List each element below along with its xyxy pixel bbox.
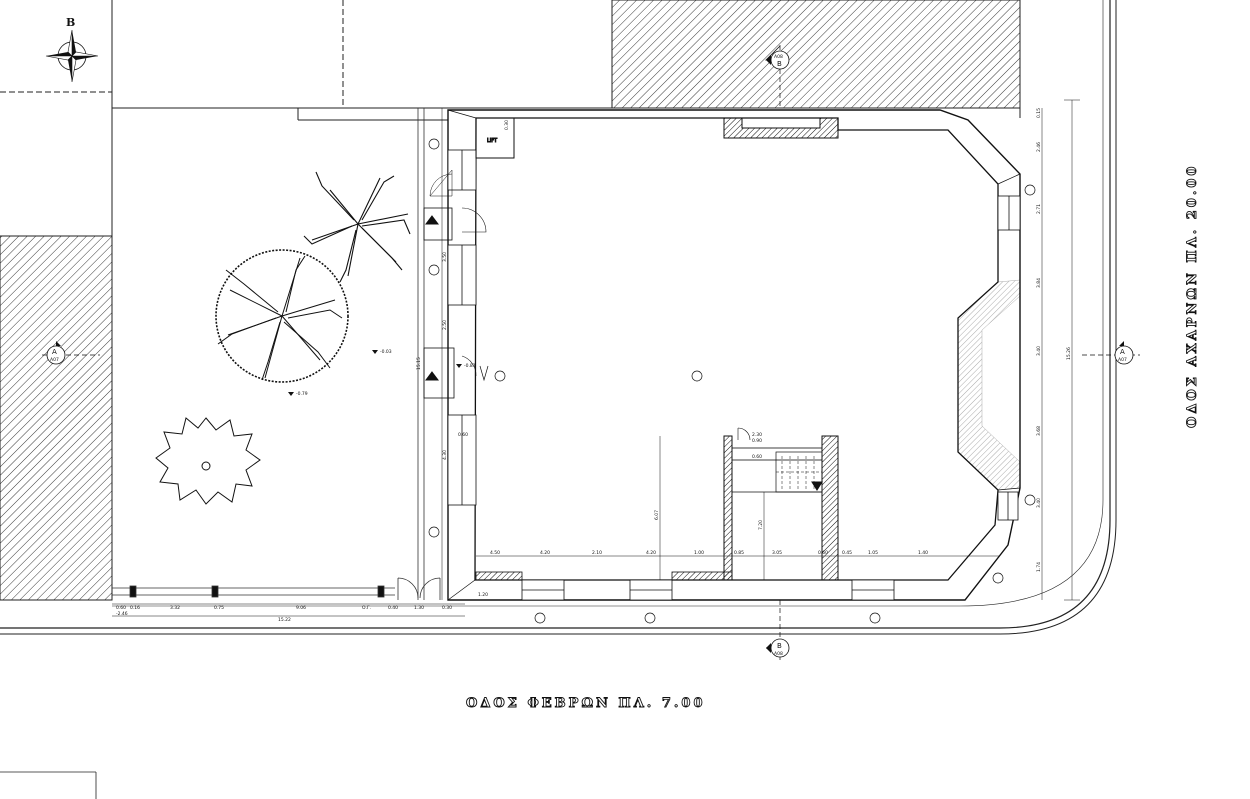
section-marker-a-left: Α Α07: [42, 341, 100, 365]
section-b-bottom-letter: Β: [777, 642, 782, 650]
dim-r1: 2.46: [1036, 142, 1042, 152]
stair-core: [723, 427, 839, 581]
dim-i10: 1.40: [918, 550, 928, 556]
dim-b4: 9.06: [296, 605, 306, 611]
dim-inner-row: 4.50 4.20 2.10 4.20 1.00 0.85 3.05 0.60 …: [490, 550, 928, 556]
tree-small: [155, 417, 261, 505]
section-marker-b-top: Α08 Β: [765, 45, 790, 108]
dim-r5: 3.68: [1036, 426, 1042, 436]
dim-b2: 3.32: [170, 605, 180, 611]
dim-r2: 2.71: [1036, 204, 1042, 214]
dimension-lines: [112, 99, 1080, 617]
section-a-right-sheet: Α07: [1118, 357, 1127, 363]
dim-l0: 2.50: [442, 320, 448, 330]
section-b-top-sheet: Α08: [774, 54, 783, 60]
dim-i9: 1.05: [868, 550, 878, 556]
dim-b5: 0.40: [388, 605, 398, 611]
section-marker-a-right: Α Α07: [1082, 341, 1140, 365]
dim-c3: 7.20: [758, 520, 764, 530]
lift-shaft: LIFT: [423, 117, 515, 399]
level-og: Ο.Γ.: [362, 605, 371, 611]
dim-c2: 0.60: [752, 454, 762, 460]
column-markers: [428, 138, 1036, 624]
level-marks: -0.03 -0.79 -0.81: [288, 349, 476, 397]
dim-bottom-row: 0.60 0.16 3.32 0.75 9.06 0.40 1.30 0.30 …: [116, 605, 452, 623]
dim-i6: 3.05: [772, 550, 782, 556]
section-b-bottom-sheet: Α08: [774, 651, 783, 657]
street-name-bottom: ΟΔΟΣ ΦΕΒΡΩΝ ΠΛ. 7.00: [466, 696, 706, 711]
dim-core: 2.30 0.90 0.60 7.20 6.07: [654, 432, 764, 530]
dim-c4: 6.07: [654, 510, 660, 520]
dim-bottom-total: 15.22: [278, 617, 291, 623]
dim-l3: 3.50: [442, 252, 448, 262]
street-curb: [0, 0, 1117, 799]
dim-right-column: 0.15 2.46 2.71 3.84 3.40 3.68 3.40 1.74 …: [1036, 108, 1072, 572]
dim-right-total: 15.26: [1066, 347, 1072, 360]
level-garden-1: -0.03: [380, 349, 392, 355]
dim-i8: 0.45: [842, 550, 852, 556]
dim-c0: 2.30: [752, 432, 762, 438]
dim-i1: 4.20: [540, 550, 550, 556]
lift-label: LIFT: [487, 138, 498, 144]
dim-b3: 0.75: [214, 605, 224, 611]
dim-i5: 0.85: [734, 550, 744, 556]
tree-large: [215, 249, 349, 383]
tree-medium: [303, 171, 411, 283]
level-garden-2: -0.79: [296, 391, 308, 397]
dim-i7: 0.60: [818, 550, 828, 556]
dim-r0: 0.15: [1036, 108, 1042, 118]
dim-c1: 0.90: [752, 438, 762, 444]
dim-left-column: 2.50 4.30 0.60 3.50 15.15 1.20 0.30: [416, 120, 510, 598]
north-arrow-icon: [45, 29, 99, 83]
neighbour-plots: [0, 0, 1021, 601]
dim-b7: 0.30: [442, 605, 452, 611]
dim-i3: 4.20: [646, 550, 656, 556]
dim-lift-a: 1.20: [478, 592, 488, 598]
level-entry: -0.81: [464, 363, 476, 369]
dim-r7: 1.74: [1036, 562, 1042, 572]
dim-l1: 4.30: [442, 450, 448, 460]
dim-r4: 3.40: [1036, 346, 1042, 356]
dim-r6: 3.40: [1036, 498, 1042, 508]
dim-left-total: 15.15: [416, 357, 422, 370]
building-walls: [447, 109, 1021, 601]
dim-b0: 0.60: [116, 605, 126, 611]
dim-i4: 1.00: [694, 550, 704, 556]
dim-b1: 0.16: [130, 605, 140, 611]
section-a-left-sheet: Α07: [50, 357, 59, 363]
section-marker-b-bottom: Β Α08: [766, 600, 790, 660]
dim-b6: 1.30: [414, 605, 424, 611]
dim-lift-b: 0.30: [504, 120, 510, 130]
dim-l2: 0.60: [458, 432, 468, 438]
street-name-right: ΟΔΟΣ ΑΧΑΡΝΩΝ ΠΛ. 20.00: [1185, 164, 1200, 428]
section-b-top-letter: Β: [777, 60, 782, 68]
dim-r3: 3.84: [1036, 278, 1042, 288]
dim-i2: 2.10: [592, 550, 602, 556]
north-label: Β: [66, 16, 75, 29]
section-a-left-letter: Α: [52, 348, 57, 356]
dim-bottom-left: -2.46: [116, 611, 128, 617]
section-a-right-letter: Α: [1120, 348, 1125, 356]
dim-i0: 4.50: [490, 550, 500, 556]
